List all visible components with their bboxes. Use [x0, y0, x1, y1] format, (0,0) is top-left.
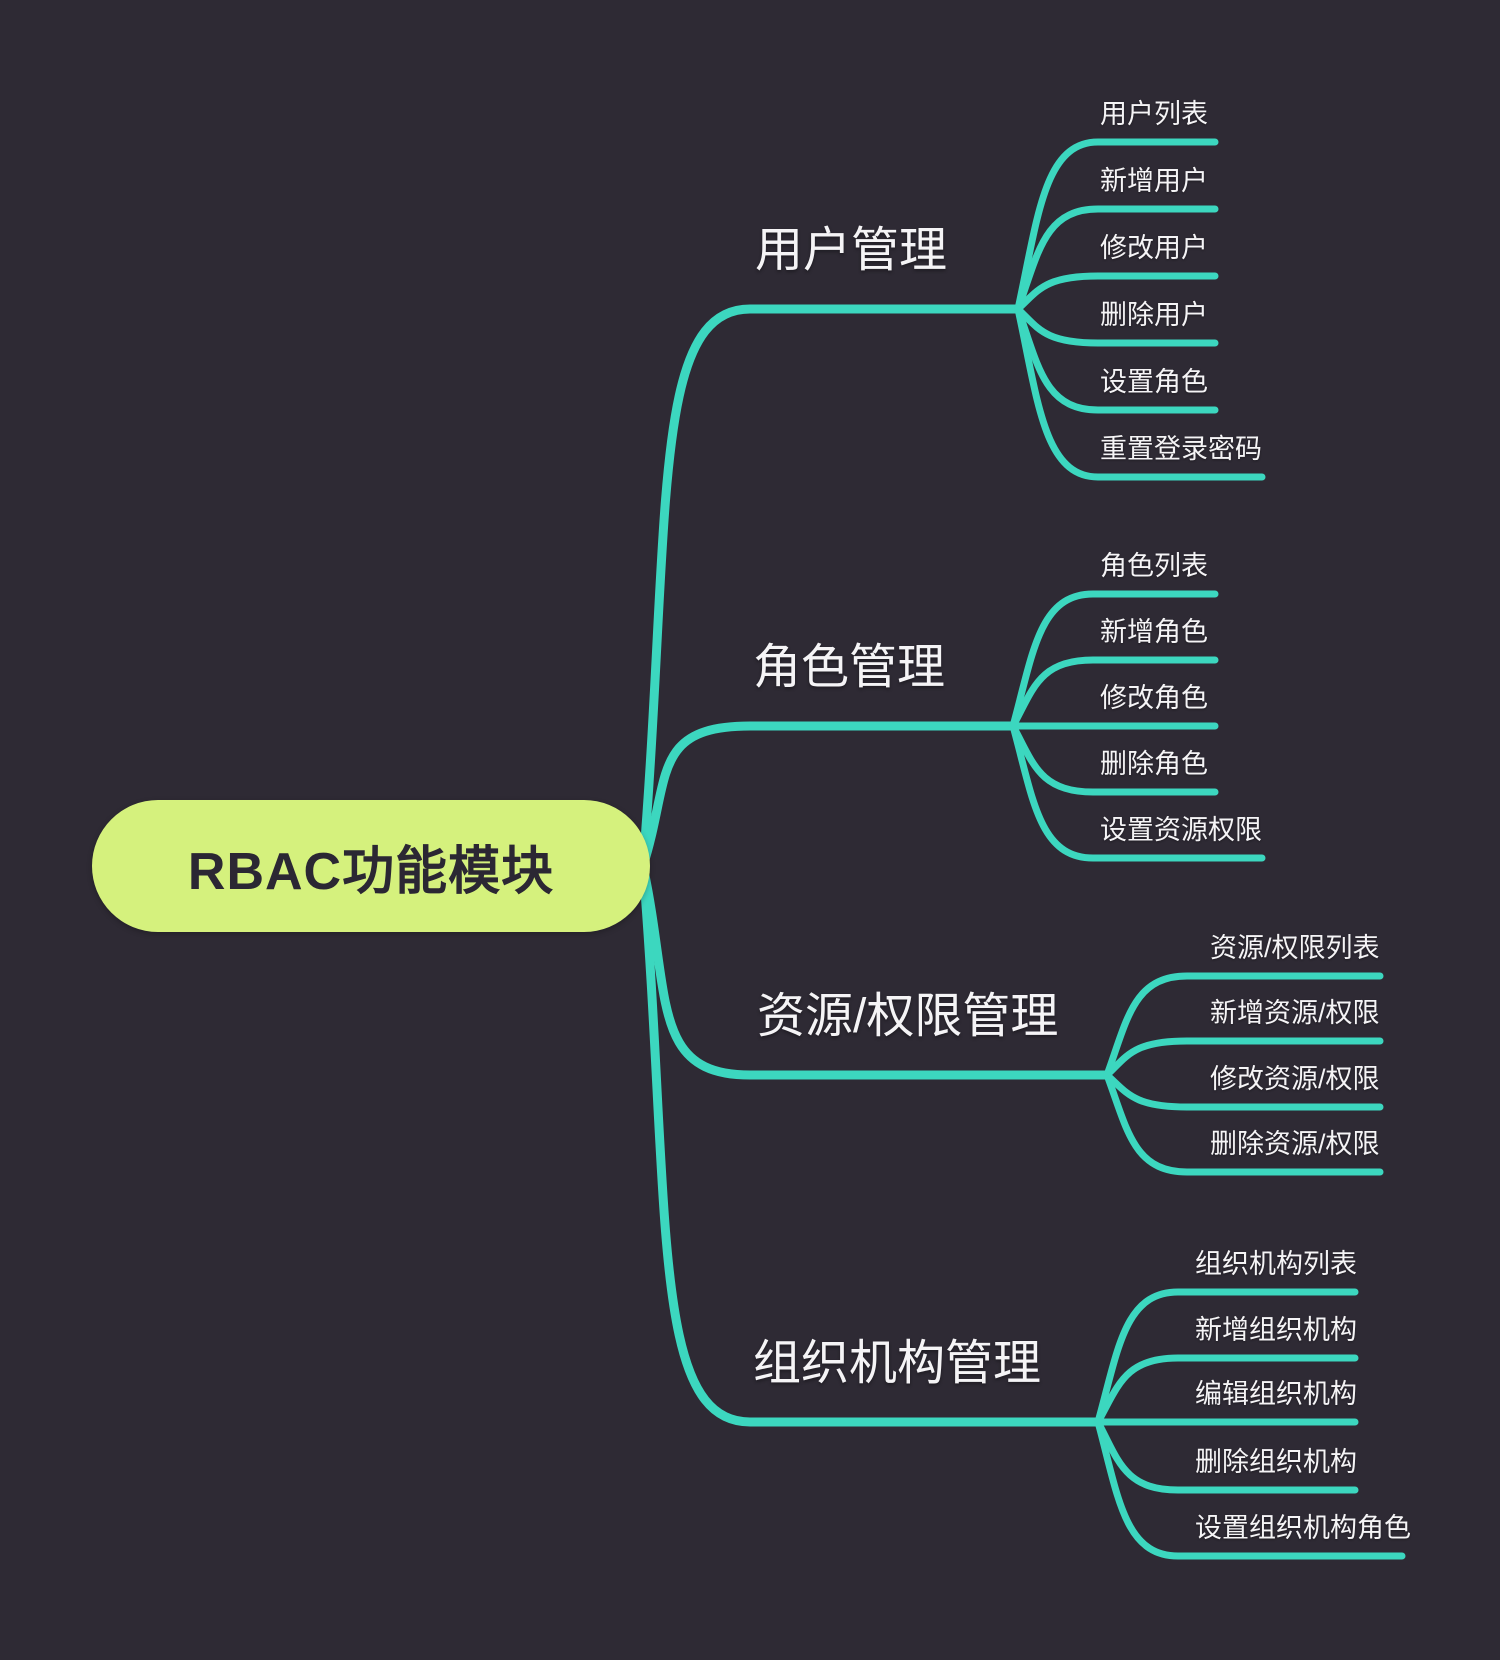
subtopic[interactable]: 设置资源权限 [1100, 815, 1262, 845]
subtopic[interactable]: 用户列表 [1100, 99, 1208, 129]
subtopic[interactable]: 修改角色 [1100, 683, 1208, 713]
root-topic-label: RBAC功能模块 [187, 842, 555, 901]
subtopic-connector [1014, 205, 1219, 313]
subtopic-connector [1094, 1288, 1359, 1426]
branch-topic[interactable]: 角色管理 [753, 641, 946, 694]
subtopic[interactable]: 组织机构列表 [1195, 1249, 1357, 1279]
subtopic[interactable]: 删除资源/权限 [1210, 1129, 1380, 1159]
subtopic[interactable]: 新增资源/权限 [1210, 998, 1380, 1028]
subtopic[interactable]: 新增组织机构 [1195, 1315, 1357, 1345]
subtopic-connector [1103, 1037, 1384, 1079]
subtopic-connector [1014, 305, 1266, 481]
subtopic-connector [1094, 1418, 1406, 1560]
subtopic-connector [1009, 722, 1266, 862]
branch-connector [638, 861, 1112, 1080]
subtopic[interactable]: 修改用户 [1100, 233, 1208, 263]
subtopic[interactable]: 设置组织机构角色 [1195, 1513, 1411, 1543]
subtopic-connector [1014, 272, 1219, 313]
branch-topic[interactable]: 用户管理 [755, 224, 948, 277]
subtopic[interactable]: 设置角色 [1100, 367, 1208, 397]
subtopic[interactable]: 删除角色 [1100, 749, 1208, 779]
subtopic-connector [1094, 1354, 1359, 1426]
branch-connector [638, 304, 1023, 871]
subtopic[interactable]: 修改资源/权限 [1210, 1064, 1380, 1094]
subtopic-connector [1103, 972, 1384, 1079]
subtopic-connector [1009, 656, 1219, 730]
root-topic[interactable]: RBAC功能模块 [92, 800, 650, 932]
branch-topic[interactable]: 组织机构管理 [753, 1337, 1042, 1390]
subtopic-connector [1014, 138, 1219, 313]
subtopic-connector [1014, 305, 1219, 347]
subtopic[interactable]: 编辑组织机构 [1195, 1379, 1357, 1409]
subtopic-connector [1103, 1071, 1384, 1111]
subtopic[interactable]: 新增角色 [1100, 617, 1208, 647]
subtopic[interactable]: 角色列表 [1100, 551, 1208, 581]
branch-connector [638, 861, 1103, 1427]
subtopic-connector [1103, 1071, 1384, 1176]
branch-connector [638, 721, 1018, 871]
subtopic[interactable]: 资源/权限列表 [1210, 933, 1380, 963]
subtopic[interactable]: 删除组织机构 [1195, 1447, 1357, 1477]
branch-topic[interactable]: 资源/权限管理 [757, 990, 1059, 1043]
subtopic[interactable]: 重置登录密码 [1100, 434, 1262, 464]
subtopic[interactable]: 删除用户 [1100, 300, 1208, 330]
subtopic-connector [1009, 590, 1219, 730]
subtopic[interactable]: 新增用户 [1100, 166, 1208, 196]
